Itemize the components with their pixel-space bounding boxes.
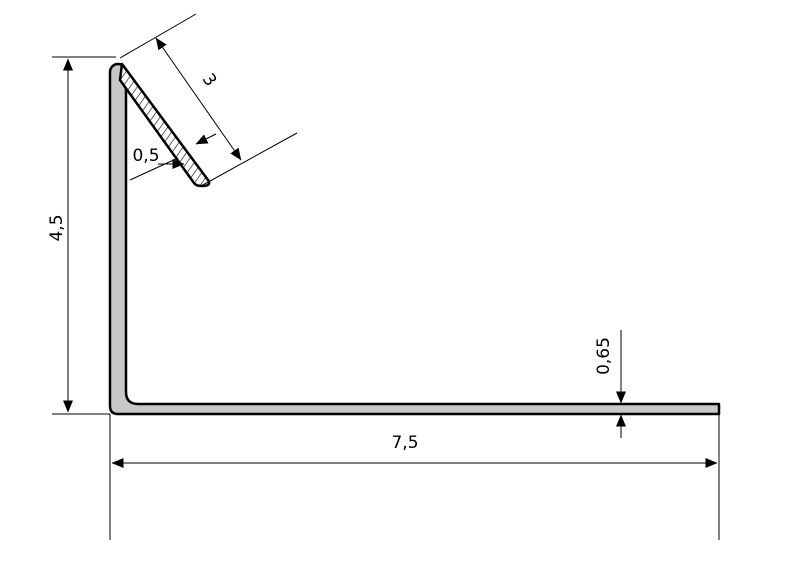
angle-profile bbox=[108, 62, 721, 416]
lip-length-dimension-line bbox=[155, 37, 242, 161]
inclined-lip bbox=[118, 62, 211, 188]
extension-lines bbox=[52, 13, 720, 540]
dimension-lines bbox=[63, 37, 718, 468]
flange-thickness-label: 0,65 bbox=[594, 337, 614, 375]
lip-thickness-arrow-2 bbox=[195, 133, 217, 145]
height-label: 4,5 bbox=[47, 214, 67, 241]
width-label: 7,5 bbox=[391, 433, 418, 453]
lip-thickness-label: 0,5 bbox=[132, 146, 159, 166]
lip-length-label: 3 bbox=[198, 70, 221, 90]
